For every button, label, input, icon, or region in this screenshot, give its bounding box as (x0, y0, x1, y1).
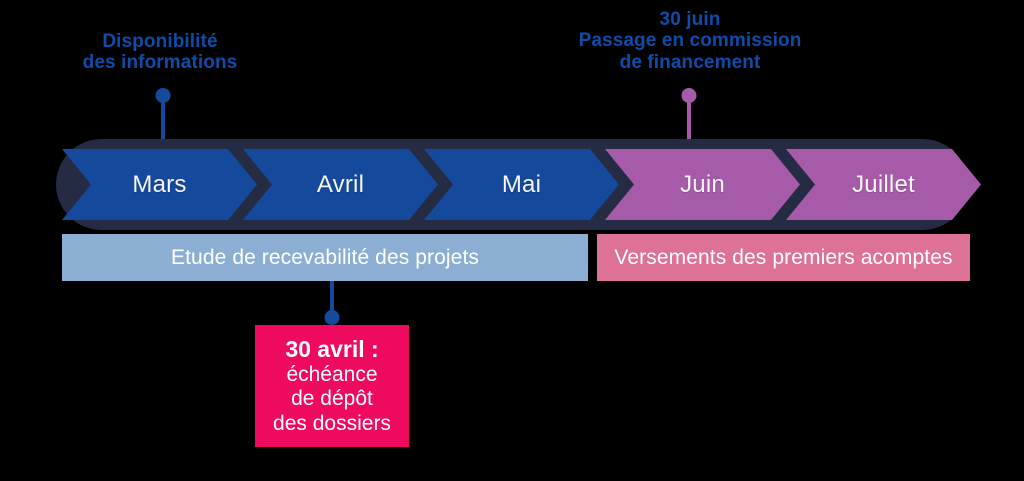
chevron-shape (243, 149, 438, 220)
timeline-month-label: Juillet (852, 170, 915, 198)
pin-deadline (324, 281, 340, 327)
timeline-month-juin[interactable]: Juin (605, 149, 800, 220)
pin-stem-icon (161, 96, 165, 144)
chevron-shape (605, 149, 800, 220)
pin-head-icon (155, 88, 171, 103)
pin-head-icon (324, 310, 340, 325)
deadline-note-body: échéance de dépôt des dossiers (273, 362, 391, 435)
timeline-month-mai[interactable]: Mai (424, 149, 619, 220)
pin-stem-icon (330, 281, 334, 319)
phase-bar-label: Versements des premiers acomptes (614, 245, 953, 269)
chevron-shape (786, 149, 981, 220)
deadline-note-box[interactable]: 30 avril : échéance de dépôt des dossier… (255, 325, 409, 447)
pin-head-icon (681, 88, 697, 103)
chevron-shape (424, 149, 619, 220)
timeline-month-label: Avril (316, 170, 365, 198)
phase-bar-label: Etude de recevabilité des projets (171, 245, 479, 269)
timeline-month-juillet[interactable]: Juillet (786, 149, 981, 220)
phase-bar-payments[interactable]: Versements des premiers acomptes (597, 234, 970, 281)
timeline-band: Mars Avril Mai Juin Juillet (56, 139, 981, 230)
pin-availability (155, 88, 171, 144)
deadline-note-title: 30 avril : (285, 336, 379, 363)
pin-commission (681, 88, 697, 144)
callout-label-availability: Disponibilité des informations (82, 31, 238, 74)
timeline-month-label: Mai (501, 170, 542, 198)
chevron-shape (62, 149, 257, 220)
pin-stem-icon (687, 96, 691, 144)
timeline-month-label: Mars (132, 170, 187, 198)
timeline-month-avril[interactable]: Avril (243, 149, 438, 220)
timeline-month-mars[interactable]: Mars (62, 149, 257, 220)
phase-bar-eligibility[interactable]: Etude de recevabilité des projets (62, 234, 588, 281)
callout-label-commission: 30 juin Passage en commission de finance… (578, 9, 802, 73)
timeline-month-label: Juin (680, 170, 725, 198)
